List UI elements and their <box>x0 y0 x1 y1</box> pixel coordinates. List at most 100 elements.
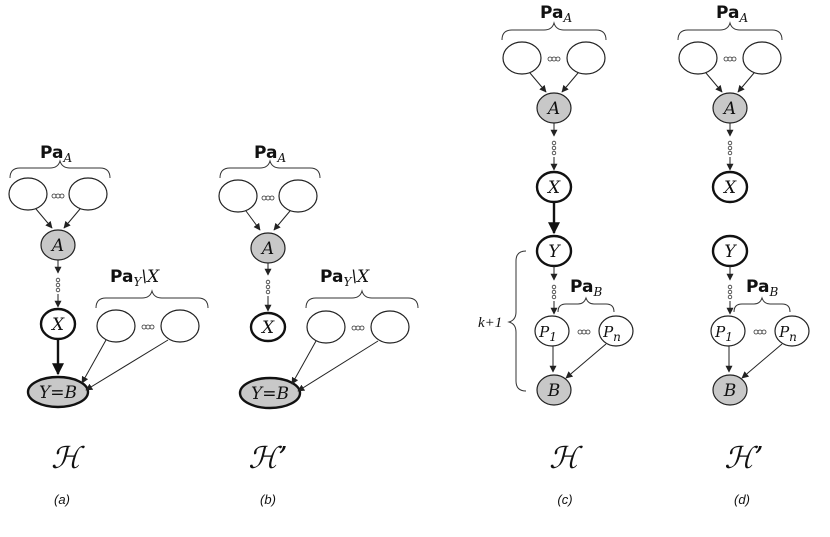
path-dots <box>727 140 733 156</box>
node-X-label: X <box>722 178 737 198</box>
node-A-label: A <box>722 99 736 119</box>
ellipsis-dots <box>51 193 65 199</box>
pa-b-brace <box>557 296 615 313</box>
panel-d: PaA A X Y PaB P1 <box>677 3 810 507</box>
parent-node-right <box>742 41 782 75</box>
node-X-label: X <box>546 178 561 198</box>
parent-node-right <box>370 310 410 344</box>
parent-node-left <box>96 309 136 343</box>
node-Y-label: Y <box>724 242 737 262</box>
parent-node-right <box>160 309 200 343</box>
node-A-label: A <box>546 99 560 119</box>
edge <box>529 72 547 93</box>
node-X <box>249 311 287 343</box>
node-Pn <box>774 315 810 347</box>
node-X-label: X <box>260 318 275 338</box>
panel-title: ℋ’ <box>724 441 763 476</box>
edge <box>565 343 607 379</box>
edge <box>273 210 291 231</box>
panel-caption: (d) <box>734 492 750 507</box>
node-B <box>712 374 748 406</box>
panel-a: PaA A X Y=B PaY\X ℋ (a) <box>8 143 209 507</box>
edge <box>81 339 107 384</box>
ellipsis-dots <box>577 329 591 335</box>
ellipsis-dots <box>547 56 561 62</box>
node-Pn-label: Pn <box>602 323 621 344</box>
k-plus-one-label: k+1 <box>478 315 502 331</box>
panel-title: ℋ <box>549 441 583 476</box>
pa-a-brace <box>501 21 607 41</box>
edge <box>63 208 81 229</box>
panel-c: PaA A X Y PaB P1 <box>478 3 634 507</box>
node-Pn <box>598 315 634 347</box>
panel-title: ℋ’ <box>248 441 287 476</box>
parent-node-left <box>218 179 258 213</box>
node-A-label: A <box>260 239 274 259</box>
node-X <box>711 170 749 204</box>
node-Pn-label: Pn <box>778 323 797 344</box>
parent-node-left <box>502 41 542 75</box>
node-P1 <box>534 315 570 347</box>
node-YB <box>238 376 302 410</box>
ellipsis-dots <box>723 56 737 62</box>
path-dots <box>551 140 557 156</box>
pa-b-label: PaB <box>570 277 602 299</box>
node-YB-label: Y=B <box>251 384 289 404</box>
edge <box>291 340 317 385</box>
edge <box>705 72 723 93</box>
ellipsis-dots <box>141 324 155 330</box>
node-P1 <box>710 315 746 347</box>
pa-a-label: PaA <box>40 143 72 165</box>
k-plus-one-brace <box>507 250 527 392</box>
pa-y-label: PaY\X <box>320 267 370 289</box>
pa-y-brace <box>95 289 209 309</box>
panel-title: ℋ <box>51 441 85 476</box>
panel-caption: (b) <box>260 492 276 507</box>
pa-y-brace <box>305 289 419 309</box>
pa-a-label: PaA <box>716 3 748 25</box>
panel-b: PaA A X Y=B PaY\X ℋ’ (b) <box>218 143 419 507</box>
panel-caption: (a) <box>54 492 70 507</box>
ellipsis-dots <box>753 329 767 335</box>
parent-node-right <box>278 179 318 213</box>
node-X <box>39 307 77 341</box>
edge <box>85 339 169 391</box>
edge <box>741 343 783 379</box>
edge <box>245 210 261 231</box>
path-dots <box>265 279 271 295</box>
path-dots <box>551 284 557 300</box>
path-dots <box>55 277 61 293</box>
node-YB <box>26 375 90 409</box>
pa-y-label: PaY\X <box>110 267 160 289</box>
pa-b-brace <box>733 296 791 313</box>
edge <box>35 208 53 229</box>
pa-a-brace <box>219 159 321 179</box>
parent-node-left <box>306 310 346 344</box>
pa-a-label: PaA <box>254 143 286 165</box>
edge <box>561 72 579 93</box>
node-X <box>535 170 573 204</box>
pa-a-brace <box>9 159 111 179</box>
node-P1-label: P1 <box>714 323 733 344</box>
node-B-label: B <box>547 381 561 401</box>
node-P1-label: P1 <box>538 323 557 344</box>
node-B <box>536 374 572 406</box>
node-Y-label: Y <box>548 242 561 262</box>
pa-b-label: PaB <box>746 277 778 299</box>
edge <box>737 72 755 93</box>
path-dots <box>727 284 733 300</box>
panel-caption: (c) <box>557 492 572 507</box>
ellipsis-dots <box>261 195 275 201</box>
pa-a-brace <box>677 21 783 41</box>
node-X-label: X <box>50 315 65 335</box>
node-B-label: B <box>723 381 737 401</box>
node-YB-label: Y=B <box>39 383 77 403</box>
edge <box>297 340 379 392</box>
parent-node-left <box>678 41 718 75</box>
parent-node-right <box>68 177 108 211</box>
node-A-label: A <box>50 236 64 256</box>
pa-a-label: PaA <box>540 3 572 25</box>
ellipsis-dots <box>351 325 365 331</box>
parent-node-right <box>566 41 606 75</box>
